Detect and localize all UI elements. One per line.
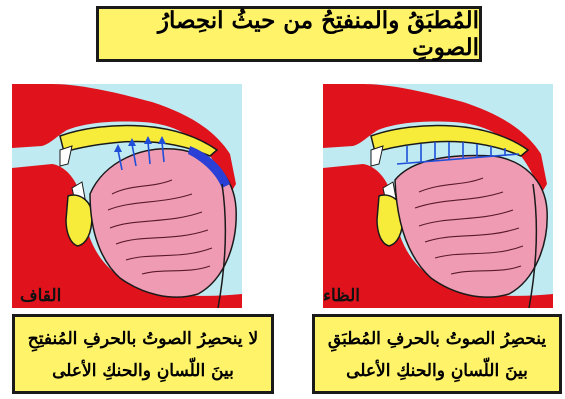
caption-closed-line2: بينَ اللّسانِ والحنكِ الأعلى <box>315 355 559 387</box>
diagram-qaf <box>12 84 242 308</box>
qaf-mouth-illustration <box>12 84 242 308</box>
label-dha: الظاء <box>323 286 360 306</box>
caption-closed-line1: ينحصِرُ الصوتُ بالحرفِ المُطبَقِ <box>315 323 559 355</box>
caption-open-line2: بينَ اللّسانِ والحنكِ الأعلى <box>15 355 271 387</box>
page-title: المُطبَقُ والمنفتِحُ من حيثُ انحِصارُ ال… <box>96 6 482 62</box>
caption-open-line1: لا ينحصِرُ الصوتُ بالحرفِ المُنفتِحِ <box>15 323 271 355</box>
dha-upper-tooth <box>371 146 383 166</box>
caption-closed-letter: ينحصِرُ الصوتُ بالحرفِ المُطبَقِ بينَ ال… <box>312 314 562 394</box>
label-qaf: القاف <box>20 286 61 306</box>
qaf-upper-tooth <box>60 146 72 166</box>
diagram-dha <box>323 84 553 308</box>
dha-mouth-illustration <box>323 84 553 308</box>
qaf-jaw-bone <box>66 195 92 246</box>
caption-open-letter: لا ينحصِرُ الصوتُ بالحرفِ المُنفتِحِ بين… <box>12 314 274 394</box>
